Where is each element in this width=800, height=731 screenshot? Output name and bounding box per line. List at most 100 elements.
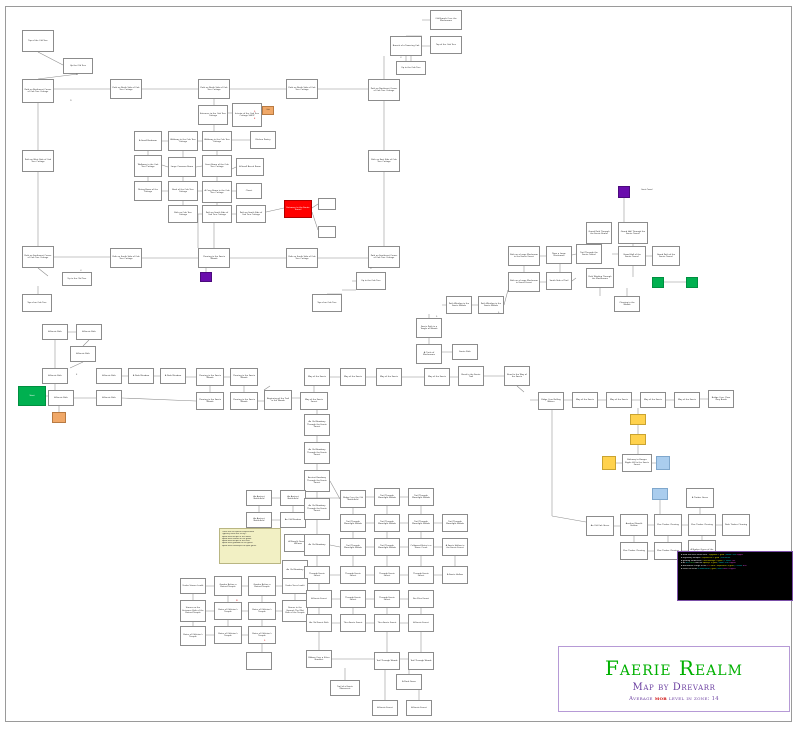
map-node[interactable]: Clearing in the Faerie Woods (196, 392, 224, 410)
map-node[interactable]: Trail Through Moonlight Woods (408, 514, 434, 532)
map-node[interactable]: Trail Through Moonlight Woods (374, 488, 400, 506)
map-node[interactable]: Path on North Side of Oak Tree Cottage (110, 79, 142, 99)
map-node[interactable]: Clearing in the Faerie Woods (196, 368, 224, 386)
map-node[interactable]: Faerie Path (452, 344, 478, 360)
map-node[interactable]: Way of the Faerie (376, 368, 402, 386)
map-node[interactable]: An Old Forest Path (306, 614, 332, 632)
map-node[interactable] (602, 456, 616, 470)
map-node[interactable]: Trail Through Moonlight Woods (340, 538, 366, 556)
map-node[interactable]: Bend in the Way of the Faerie (504, 366, 530, 386)
map-node[interactable] (318, 226, 336, 238)
map-node[interactable]: Fire Flies Forest (408, 590, 434, 608)
map-node[interactable]: Bridge Over Clear Grey Brook (708, 390, 734, 408)
map-node[interactable]: A Dark Grove (396, 674, 422, 690)
map-node[interactable]: Ruins of Oblivion's Temple (248, 602, 276, 620)
map-node[interactable]: Way of the Faerie (340, 368, 366, 386)
map-node[interactable]: An Old Oak Grove (586, 516, 614, 536)
map-node[interactable]: Way of the Faerie Forest (300, 392, 328, 410)
map-node[interactable]: Entrance to the Oak Tree Cottage (198, 105, 228, 125)
map-node[interactable]: Walkway in the Oak Tree Cottage (134, 155, 162, 177)
map-node[interactable]: A Faerie Hollow in the Faerie Forest (442, 538, 468, 556)
map-node[interactable]: Way of the Faerie (606, 392, 632, 408)
map-node[interactable]: Path on a Large Mushroom in Faerie Fores… (508, 272, 540, 292)
map-node[interactable]: Through Faerie Forest (340, 566, 366, 584)
map-node[interactable]: Path on North Side of Oak Tree Cottage (286, 79, 318, 99)
map-node[interactable] (630, 434, 646, 445)
map-node[interactable]: Trail Through Moonlight Woods (340, 514, 366, 532)
map-node[interactable]: Under Trees Lowlit (282, 578, 308, 594)
map-node[interactable]: Top of the Oak Tree (430, 36, 462, 54)
map-node[interactable]: Trail Through Woods (374, 652, 400, 670)
map-node[interactable]: Grand Hall of the Faerie Tunnel (618, 246, 646, 266)
map-node[interactable]: Path on Northwest Corner of Oak Tree Cot… (22, 79, 54, 103)
map-node[interactable]: Clearing in the Faerie Woods (230, 368, 258, 386)
map-node[interactable]: Clearing in the Faerie Woods (198, 248, 230, 268)
map-node[interactable]: Back of the Oak Tree Cottage (168, 181, 198, 201)
map-node[interactable]: Walkway in the Oak Tree Cottage (168, 131, 198, 151)
map-node[interactable]: A Faerie Path (96, 368, 122, 384)
map-node[interactable]: Through Faerie Forest (304, 566, 330, 584)
map-node[interactable]: Beginning of the Trail in the Woods (264, 390, 292, 410)
map-node[interactable]: Path Winding in the Faerie Woods (446, 296, 472, 314)
map-node[interactable]: An Old Roadway Through the Faerie Forest (304, 414, 330, 436)
map-node[interactable]: Top of an Oak Tree (22, 294, 52, 312)
map-node[interactable]: Trail Through Woods (408, 652, 434, 670)
map-node[interactable]: A Faerie Path (96, 390, 122, 406)
map-node[interactable]: Through Faerie Forest (374, 590, 400, 608)
map-node[interactable]: South Side of Trail (546, 272, 572, 290)
map-node[interactable]: A Small Bench Room (236, 158, 264, 176)
map-node[interactable]: A Faerie Path (48, 390, 74, 406)
map-node[interactable] (630, 414, 646, 425)
map-node[interactable]: Stones on the Entrance Path of the Ruine… (180, 600, 206, 622)
map-node[interactable]: An Old Meadow (280, 512, 306, 528)
map-node[interactable]: Start (18, 386, 46, 406)
map-node[interactable]: A Dark Meadow (160, 368, 186, 384)
map-node[interactable]: An Old Roadway Through the Faerie Forest (304, 498, 330, 520)
map-node[interactable]: Ruins of Oblivion's Temple (214, 602, 242, 620)
map-node[interactable]: Stones in the Ground: The Mist Path of t… (282, 600, 308, 622)
map-node[interactable]: Top of the Old Tree (22, 30, 54, 52)
map-node[interactable] (686, 277, 698, 288)
map-node[interactable]: Way of the Faerie (572, 392, 598, 408)
map-node[interactable]: A Cozy Room in the Oak Tree Cottage (202, 181, 232, 203)
map-node[interactable]: Path on South Side of Oak Tree Cottage (236, 205, 266, 223)
map-node[interactable]: Bend in the Faerie Trail (458, 366, 484, 386)
map-node[interactable]: An Old Roadway Through the Faerie Forest (304, 442, 330, 464)
map-node[interactable]: Ridge Over Rolling Waters (538, 392, 564, 410)
map-node[interactable]: A Faerie Forest (306, 590, 332, 608)
map-node[interactable]: Ruins of Oblivion's Temple (248, 626, 276, 644)
map-node[interactable]: Branch of a Towering Oak (390, 36, 422, 56)
map-node[interactable]: A Timber Grove (686, 488, 714, 508)
map-node[interactable]: Ridge Over the Old Battlefield (340, 490, 366, 508)
map-node[interactable]: Path on East Side of Oak Tree Cottage (368, 150, 400, 172)
map-node[interactable]: Trail Through Moonlight Woods (374, 538, 400, 556)
map-node[interactable]: Thru Faerie Forest (374, 614, 400, 632)
map-node[interactable]: Path on North Side of Oak Tree Cottage (198, 79, 230, 99)
map-node[interactable]: Way of the Faerie (674, 392, 700, 408)
map-node[interactable]: Trail Through the Faerie Tunnel (576, 244, 602, 264)
map-node[interactable]: Walkway in the Oak Tree Cottage (202, 131, 232, 151)
map-node[interactable]: Path on a Large Mushroom in the Faerie F… (508, 246, 540, 266)
map-node[interactable]: Trail Through Moonlight Woods (442, 514, 468, 532)
map-node[interactable]: Near a Large Mushroom (546, 246, 572, 264)
map-node[interactable]: Ribbon Over a Silver Brooklet (306, 650, 332, 668)
map-node[interactable]: An Ancient Battlefield (246, 490, 272, 506)
map-node[interactable]: Clearing in the Woods (614, 296, 640, 312)
map-node[interactable]: Pine Timber Clearing (620, 542, 648, 560)
map-node[interactable] (656, 456, 670, 470)
map-node[interactable]: Through Faerie Forest (340, 590, 366, 608)
map-node[interactable] (618, 186, 630, 198)
map-node[interactable]: A Faerie Path (42, 368, 68, 384)
map-node[interactable]: A Faerie Path (42, 324, 68, 340)
map-node[interactable]: Pathway to Ranger Ripple Hill in the Fae… (622, 454, 652, 472)
map-node[interactable]: A Circle of Mushrooms (416, 344, 442, 364)
map-node[interactable]: Garden Before a Ruined Temple (214, 576, 242, 596)
map-node[interactable]: A Faerie Hollow (442, 566, 468, 584)
map-node[interactable]: Path on Southeast Corner of Oak Tree Cot… (368, 246, 400, 268)
map-node[interactable]: Path on South Side of Oak Tree Cottage (286, 248, 318, 268)
map-node[interactable]: Way of the Faerie (640, 392, 666, 408)
map-node[interactable]: Clearing in the Faerie Woods (230, 392, 258, 410)
map-node[interactable]: Trail Through Moonlight Woods (374, 514, 400, 532)
map-node[interactable]: Under Stones Lowlit (180, 578, 206, 594)
map-node[interactable] (52, 412, 66, 423)
